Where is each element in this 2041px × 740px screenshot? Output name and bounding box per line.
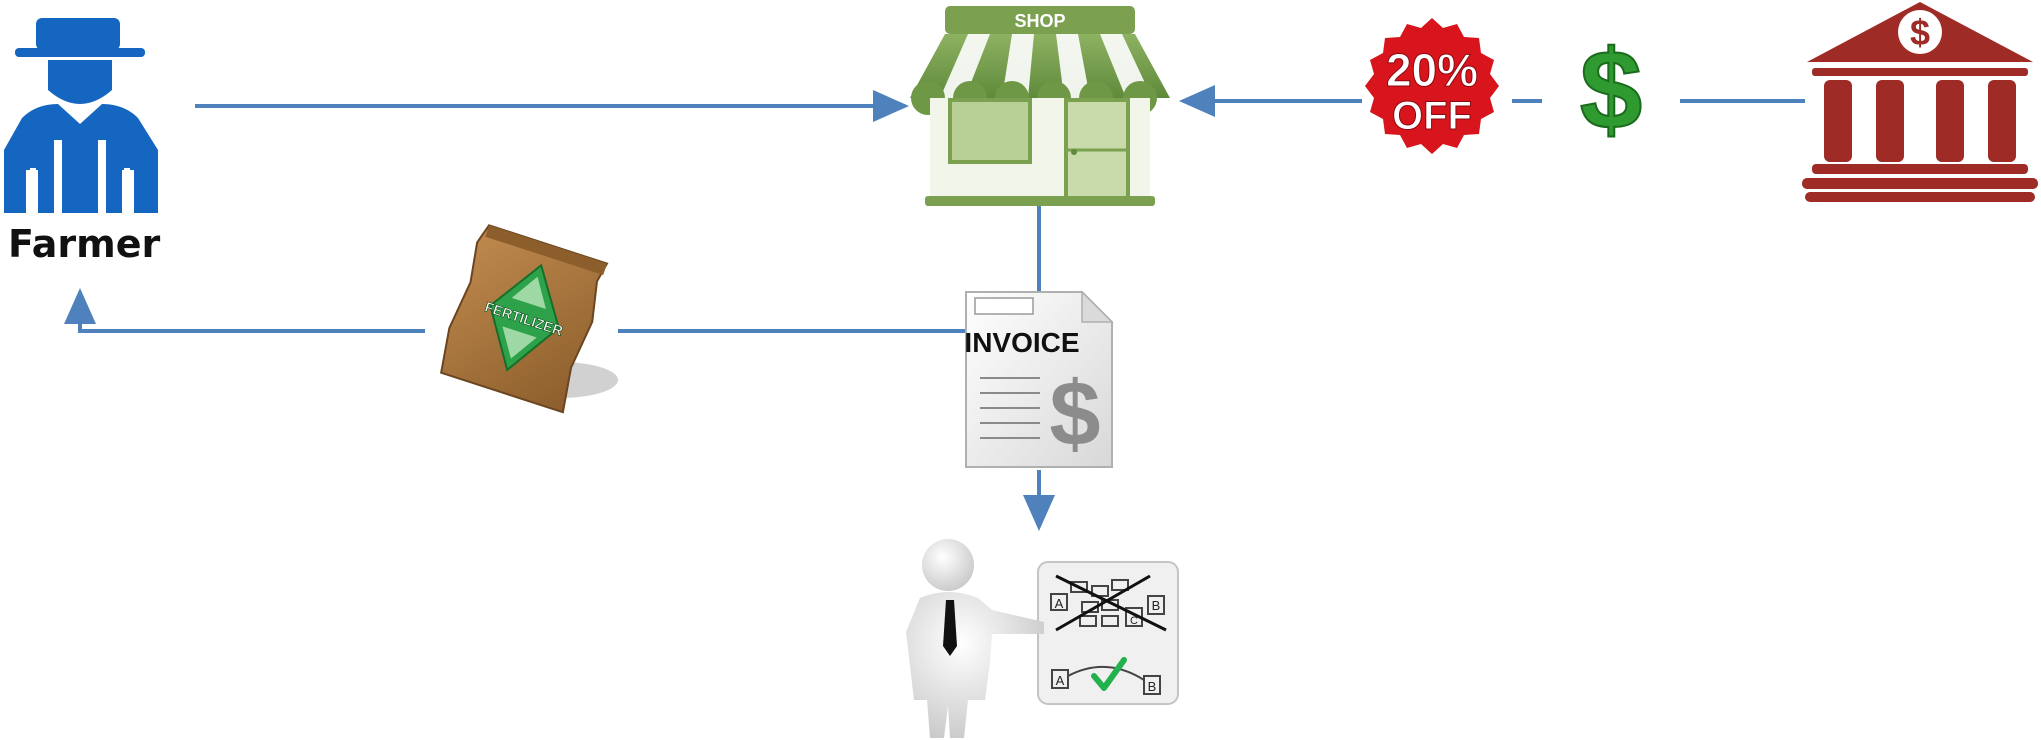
farmer-icon: [4, 18, 158, 213]
farmer-label: Farmer: [8, 222, 161, 266]
connectors: [64, 85, 1805, 531]
dollar-icon: $: [1579, 26, 1643, 153]
bank-icon: $: [1802, 2, 2038, 202]
invoice-title: INVOICE: [964, 327, 1079, 358]
board-label-b-bottom: B: [1148, 679, 1157, 694]
bank-symbol: $: [1910, 12, 1930, 53]
discount-badge-icon: 20% OFF: [1365, 18, 1499, 154]
invoice-icon: INVOICE $: [964, 290, 1114, 468]
arrow-invoice-to-farmer-left: [64, 288, 425, 333]
board-label-a-bottom: A: [1056, 673, 1065, 688]
consultant-icon: A B C A B: [906, 539, 1179, 738]
fertilizer-bag-icon: FERTILIZER: [440, 224, 618, 414]
board-label-b-top: B: [1152, 598, 1161, 613]
dollar-symbol: $: [1580, 27, 1642, 152]
discount-line1: 20%: [1386, 44, 1478, 96]
board-label-a-top: A: [1055, 596, 1064, 611]
invoice-dollar-symbol: $: [1049, 363, 1100, 465]
board-label-c: C: [1130, 615, 1138, 627]
shop-sign-text: SHOP: [1014, 11, 1065, 31]
shop-icon: SHOP: [910, 6, 1170, 206]
discount-line2: OFF: [1392, 94, 1472, 138]
checkmark-icon: [1091, 657, 1127, 691]
